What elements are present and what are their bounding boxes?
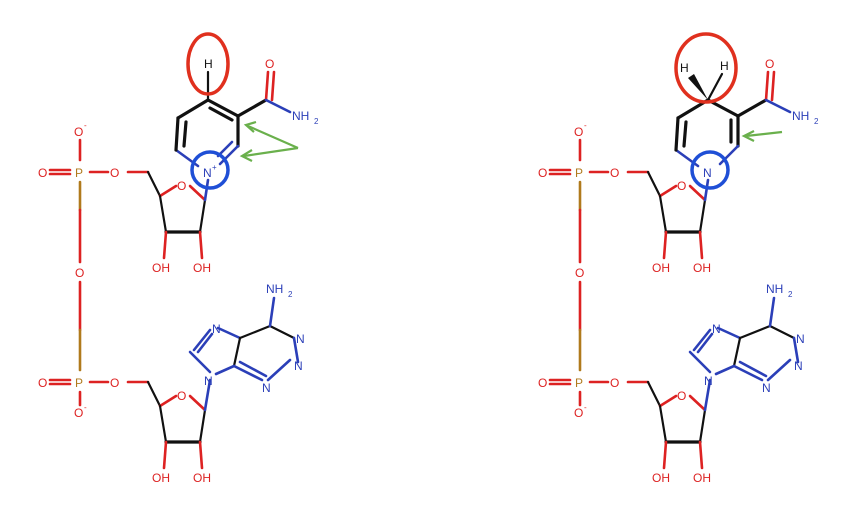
nitrogen-label: N [703,166,712,180]
phosphorus-label: P [75,166,83,180]
oxygen-label: O [177,389,186,403]
oxygen-label: O [677,179,686,193]
subscript-two-label: 2 [288,290,293,299]
nitrogen-label: N [262,381,271,395]
oxygen-label: O [74,406,83,420]
amine-nh2-label: NH [266,282,283,296]
nitrogen-label: N [212,322,221,336]
oxygen-label: O [538,166,547,180]
nitrogen-label: N [294,359,303,373]
oxygen-label: O [38,166,47,180]
nad-plus-molecule: O - O P O O O P O O - O OH OH O OH OH N … [38,32,319,485]
oxygen-label: O [574,125,583,139]
hydroxyl-label: OH [193,471,211,485]
oxygen-label: O [265,57,274,71]
hydroxyl-label: OH [193,261,211,275]
oxygen-label: O [610,376,619,390]
oxygen-label: O [74,125,83,139]
phosphorus-label: P [575,166,583,180]
nitrogen-label: N [296,332,305,346]
hydrogen-label: H [680,61,689,75]
hydrogen-label: H [720,59,729,73]
phosphorus-label: P [575,376,583,390]
oxygen-label: O [538,376,547,390]
nitrogen-label: N [704,374,713,388]
nitrogen-label: N [204,374,213,388]
hydrogen-highlight-circle [186,32,230,96]
nitrogen-highlight-circle [690,150,730,190]
subscript-two-label: 2 [788,290,793,299]
subscript-two-label: 2 [814,117,819,126]
nitrogen-label: N [712,322,721,336]
charge-minus-label: - [584,121,587,130]
green-arrows [239,120,299,162]
hydroxyl-label: OH [693,471,711,485]
hydrogen-label: H [204,57,213,71]
amide-nh2-label: NH [292,109,309,123]
oxygen-label: O [177,179,186,193]
hydroxyl-label: OH [652,471,670,485]
hydroxyl-label: OH [152,261,170,275]
nitrogen-highlight-circle [190,150,230,190]
oxygen-label: O [38,376,47,390]
oxygen-label: O [575,266,584,280]
hydroxyl-label: OH [652,261,670,275]
subscript-two-label: 2 [314,117,319,126]
nitrogen-label: N [762,381,771,395]
oxygen-label: O [110,376,119,390]
nadh-molecule: O - O P O O O P O O - O OH OH O OH OH N … [538,32,819,485]
charge-minus-label: - [84,403,87,412]
phosphorus-label: P [75,376,83,390]
charge-plus-label: + [212,163,217,172]
wedge-bond [688,74,708,100]
green-arrow [741,130,783,142]
hydroxyl-label: OH [152,471,170,485]
charge-minus-label: - [584,403,587,412]
hydroxyl-label: OH [693,261,711,275]
dihydropyridine-ring [674,70,792,202]
nitrogen-label: N [203,166,212,180]
hydrogen-highlight-circle [674,32,738,104]
oxygen-label: O [574,406,583,420]
amine-nh2-label: NH [766,282,783,296]
oxygen-label: O [110,166,119,180]
amide-nh2-label: NH [792,109,809,123]
nitrogen-label: N [794,359,803,373]
oxygen-label: O [610,166,619,180]
oxygen-label: O [75,266,84,280]
charge-minus-label: - [84,121,87,130]
nitrogen-label: N [796,332,805,346]
oxygen-label: O [677,389,686,403]
oxygen-label: O [765,57,774,71]
